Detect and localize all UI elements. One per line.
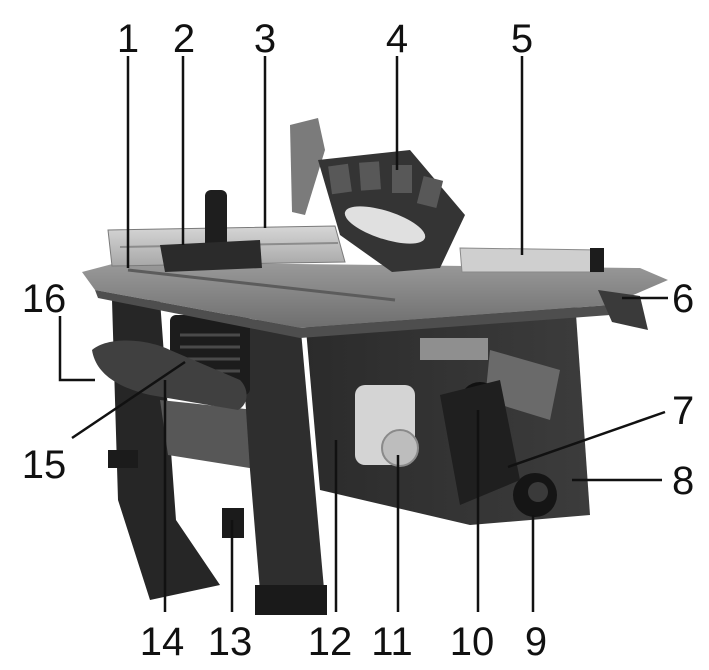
table-edge <box>95 290 610 338</box>
callout-14: 14 <box>140 620 185 664</box>
front-leg <box>240 320 325 615</box>
blade-guard-arm <box>290 118 325 215</box>
leader-lines <box>58 56 668 612</box>
table-groove <box>127 268 396 302</box>
leader-7 <box>507 410 666 469</box>
guard-segments <box>328 161 444 209</box>
label-plate <box>420 338 488 360</box>
leader-16 <box>58 316 95 382</box>
callout-1: 1 <box>117 17 139 61</box>
callout-8: 8 <box>672 459 694 503</box>
leg-bracket-upper <box>108 450 138 468</box>
callout-3: 3 <box>254 17 276 61</box>
callout-2: 2 <box>173 17 195 61</box>
carry-handle <box>92 340 247 410</box>
mitre-handle <box>205 190 227 252</box>
blade-bracket <box>440 380 520 505</box>
rail-end-cap <box>590 248 604 272</box>
callout-16: 16 <box>22 277 67 321</box>
saw-table <box>82 262 668 328</box>
callout-9: 9 <box>525 620 547 664</box>
front-leg-foot <box>255 585 327 615</box>
callout-7: 7 <box>672 389 694 433</box>
callout-11: 11 <box>371 620 413 664</box>
callout-labels: 1 2 3 4 5 6 7 8 9 10 11 12 13 14 15 16 <box>22 17 695 664</box>
callout-10: 10 <box>450 620 495 664</box>
parallel-guide-rail <box>459 247 603 273</box>
callout-4: 4 <box>386 17 408 61</box>
switch-button <box>381 429 419 467</box>
callout-5: 5 <box>511 17 533 61</box>
callout-6: 6 <box>672 277 694 321</box>
callout-12: 12 <box>308 620 353 664</box>
callout-13: 13 <box>208 620 253 664</box>
fence-lock-lever <box>598 290 648 330</box>
guard-badge <box>344 206 426 244</box>
leader-15 <box>71 360 186 440</box>
left-leg-panel <box>160 400 262 470</box>
locking-knob-cap <box>528 482 548 502</box>
mitre-base <box>160 240 262 272</box>
callout-15: 15 <box>22 443 67 487</box>
saw-illustration <box>82 118 668 615</box>
